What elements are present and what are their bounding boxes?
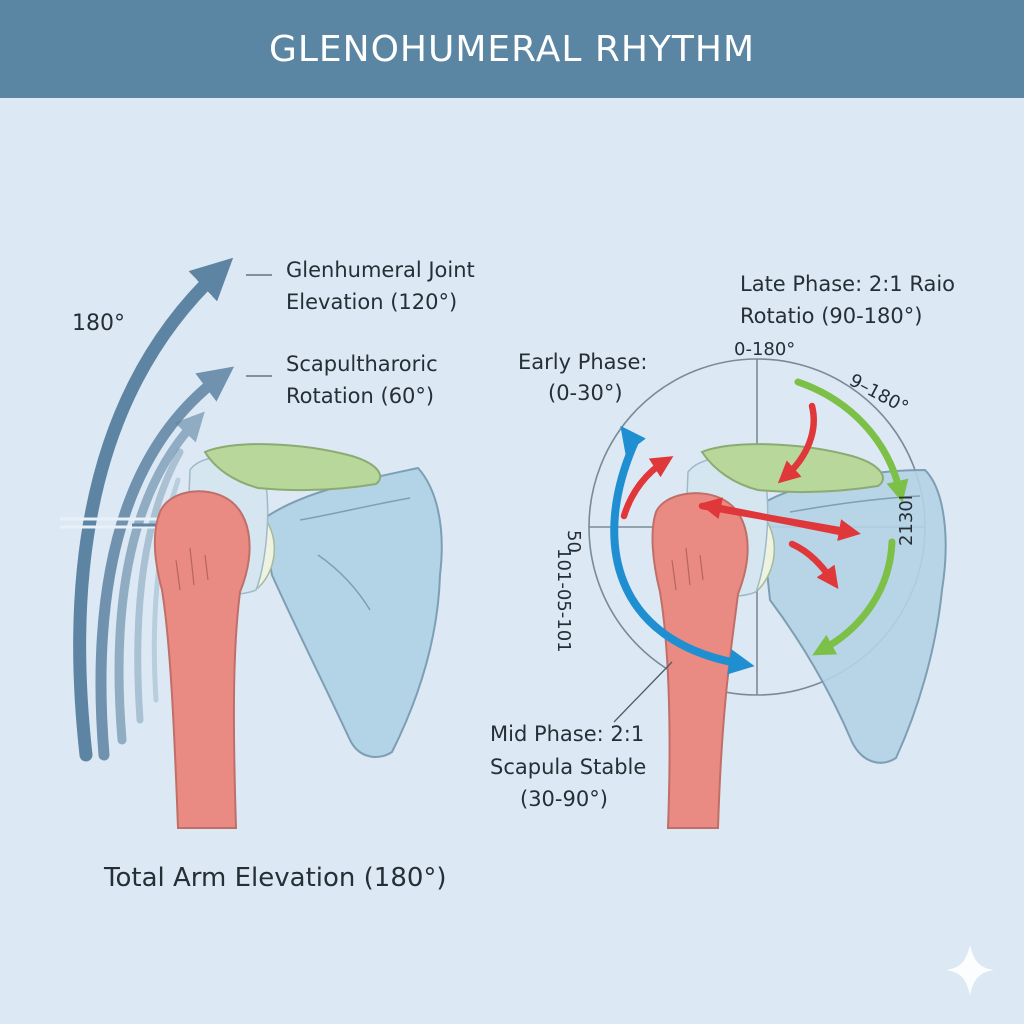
elevation-tick-lines bbox=[60, 517, 170, 529]
mid-phase-line1: Mid Phase: 2:1 bbox=[490, 722, 644, 746]
gh-label-line1: Glenhumeral Joint bbox=[286, 258, 475, 282]
humerus bbox=[153, 490, 251, 829]
mid-phase-line3: (30-90°) bbox=[520, 787, 608, 811]
title-banner: GLENOHUMERAL RHYTHM bbox=[0, 0, 1024, 98]
page-title: GLENOHUMERAL RHYTHM bbox=[268, 28, 756, 70]
scapula bbox=[758, 468, 947, 764]
dial-top-label: 0-180° bbox=[734, 339, 795, 360]
st-label-line1: Scapultharoric bbox=[286, 352, 438, 376]
gh-label-line2: Elevation (120°) bbox=[286, 290, 457, 314]
early-phase-line2: (0-30°) bbox=[548, 381, 623, 405]
bottom-caption: Total Arm Elevation (180°) bbox=[103, 863, 447, 893]
early-phase-line1: Early Phase: bbox=[518, 350, 648, 374]
arc-degrees-label: 180° bbox=[72, 311, 125, 336]
red-rotation-arrows bbox=[620, 402, 861, 589]
clavicle bbox=[203, 443, 382, 492]
dial-right-label: 2130I bbox=[896, 495, 917, 546]
elevation-arc-gh bbox=[95, 366, 235, 761]
scapula bbox=[260, 466, 443, 758]
right-shoulder: 0-180° 9–180° 50 101-05-101 2130I Late P… bbox=[490, 272, 955, 829]
dial-left-lower-label: 101-05-101 bbox=[553, 548, 574, 653]
dial-left-label: 50 bbox=[563, 530, 584, 553]
early-phase-arrow bbox=[610, 440, 755, 675]
st-label-line2: Rotation (60°) bbox=[286, 384, 434, 408]
elevation-arc-180 bbox=[73, 257, 234, 762]
left-shoulder: 180° Glenhumeral Joint Elevation (120°) … bbox=[60, 257, 475, 893]
elevation-arcs bbox=[73, 257, 235, 762]
late-phase-arrows bbox=[794, 378, 909, 656]
mid-phase-line2: Scapula Stable bbox=[490, 755, 646, 779]
late-phase-line2: Rotatio (90-180°) bbox=[740, 304, 922, 328]
late-phase-line1: Late Phase: 2:1 Raio bbox=[740, 272, 955, 296]
sparkle-icon bbox=[946, 945, 994, 995]
